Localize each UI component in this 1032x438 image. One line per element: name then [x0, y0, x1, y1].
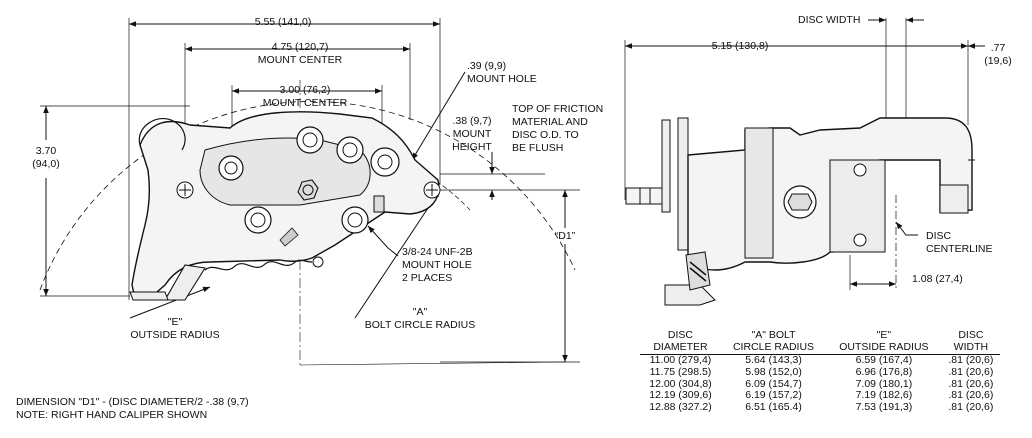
- table-cell: 12.19 (309,6): [649, 389, 712, 402]
- side-overall-dimension: 5.15 (130,8): [711, 40, 769, 52]
- friction-note-line1: TOP OF FRICTION: [512, 103, 604, 115]
- table-cell: 5.64 (143,3): [745, 354, 802, 366]
- disc-width-label: DISC WIDTH: [798, 14, 861, 26]
- table-cell: 6.19 (157,2): [745, 389, 802, 402]
- col-header-disc-width-2: WIDTH: [941, 341, 1000, 355]
- disc-centerline-label-1: DISC: [926, 230, 952, 242]
- friction-note-line4: BE FLUSH: [512, 142, 564, 154]
- col-header-disc-diameter-2: DIAMETER: [640, 341, 721, 355]
- d1-label: “D1”: [554, 230, 576, 242]
- col-header-disc-diameter-1: DISC: [667, 329, 694, 341]
- table-row: 12.00 (304,8) 6.09 (154,7) 7.09 (180,1) …: [640, 377, 1000, 391]
- table-cell: .81 (20,6): [948, 354, 994, 366]
- e-radius-text: OUTSIDE RADIUS: [130, 329, 220, 341]
- table-cell: 12.00 (304,8): [649, 377, 712, 390]
- col-header-disc-width-1: DISC: [958, 329, 984, 341]
- side-centerline-offset: 1.08 (27,4): [912, 273, 963, 285]
- table-cell: .81 (20,6): [948, 377, 994, 390]
- table-cell: 11.75 (298.5): [649, 365, 712, 378]
- table-row: 12.19 (309,6) 6.19 (157,2) 7.19 (182,6) …: [640, 390, 1000, 402]
- col-header-bolt-circle-2: CIRCLE RADIUS: [720, 341, 827, 355]
- mount-center-inner-value: 3.00 (76,2): [279, 84, 331, 96]
- table-cell: 6.09 (154,7): [745, 377, 802, 390]
- table-cell: 7.53 (191,3): [855, 401, 913, 414]
- height-dimension-value: 3.70: [35, 145, 57, 157]
- table-cell: 12.88 (327.2): [649, 401, 712, 414]
- mount-height-label-1: MOUNT: [452, 128, 492, 140]
- table-cell: .81 (20,6): [948, 401, 994, 414]
- mount-center-inner-label: MOUNT CENTER: [262, 97, 348, 109]
- friction-note-line3: DISC O.D. TO: [512, 129, 579, 141]
- table-row: 12.88 (327.2) 6.51 (165.4) 7.53 (191,3) …: [640, 401, 1000, 414]
- table-cell: 11.00 (279,4): [649, 354, 712, 366]
- col-header-outside-radius-1: "E": [876, 329, 892, 341]
- col-header-outside-radius-2: OUTSIDE RADIUS: [826, 341, 942, 355]
- table-cell: .81 (20,6): [948, 365, 994, 378]
- table-row: 11.00 (279,4) 5.64 (143,3) 6.59 (167,4) …: [640, 354, 1000, 367]
- table-cell: 7.09 (180,1): [855, 377, 913, 390]
- table-cell: 5.98 (152,0): [745, 365, 802, 378]
- right-hand-note: NOTE: RIGHT HAND CALIPER SHOWN: [16, 409, 208, 421]
- side-offset-value: .77: [990, 42, 1006, 54]
- mount-height-value: .38 (9,7): [452, 115, 492, 127]
- a-radius-label: "A": [412, 306, 428, 318]
- table-cell: 6.51 (165.4): [745, 401, 802, 414]
- friction-note-line2: MATERIAL AND: [512, 116, 588, 128]
- mount-center-outer-value: 4.75 (120,7): [271, 41, 329, 53]
- thread-callout-line2: MOUNT HOLE: [402, 259, 472, 271]
- disc-spec-table: DISC "A" BOLT "E" DISC DIAMETER CIRCLE R…: [640, 329, 1000, 414]
- table-row: 11.75 (298.5) 5.98 (152,0) 6.96 (176,8) …: [640, 365, 1000, 379]
- thread-callout-line3: 2 PLACES: [402, 272, 453, 284]
- e-radius-label: "E": [167, 316, 183, 328]
- mount-hole-value: .39 (9,9): [467, 60, 507, 72]
- mount-height-label-2: HEIGHT: [452, 141, 492, 153]
- side-offset-metric: (19,6): [984, 55, 1012, 67]
- overall-width-dimension: 5.55 (141,0): [254, 16, 312, 28]
- table-cell: .81 (20,6): [948, 389, 994, 402]
- a-radius-text: BOLT CIRCLE RADIUS: [364, 319, 476, 331]
- side-view: [624, 17, 985, 306]
- mount-hole-label: MOUNT HOLE: [467, 73, 537, 85]
- col-header-bolt-circle-1: "A" BOLT: [751, 329, 796, 341]
- table-cell: 6.59 (167,4): [855, 354, 913, 366]
- disc-centerline-label-2: CENTERLINE: [926, 243, 993, 255]
- table-cell: 6.96 (176,8): [855, 365, 913, 378]
- thread-callout-line1: 3/8-24 UNF-2B: [402, 246, 473, 258]
- front-view: [39, 18, 580, 366]
- height-dimension-metric: (94,0): [32, 158, 60, 170]
- mount-center-outer-label: MOUNT CENTER: [257, 54, 343, 66]
- table-cell: 7.19 (182,6): [855, 389, 913, 402]
- dimension-d1-note: DIMENSION "D1" - (DISC DIAMETER/2 -.38 (…: [16, 396, 249, 408]
